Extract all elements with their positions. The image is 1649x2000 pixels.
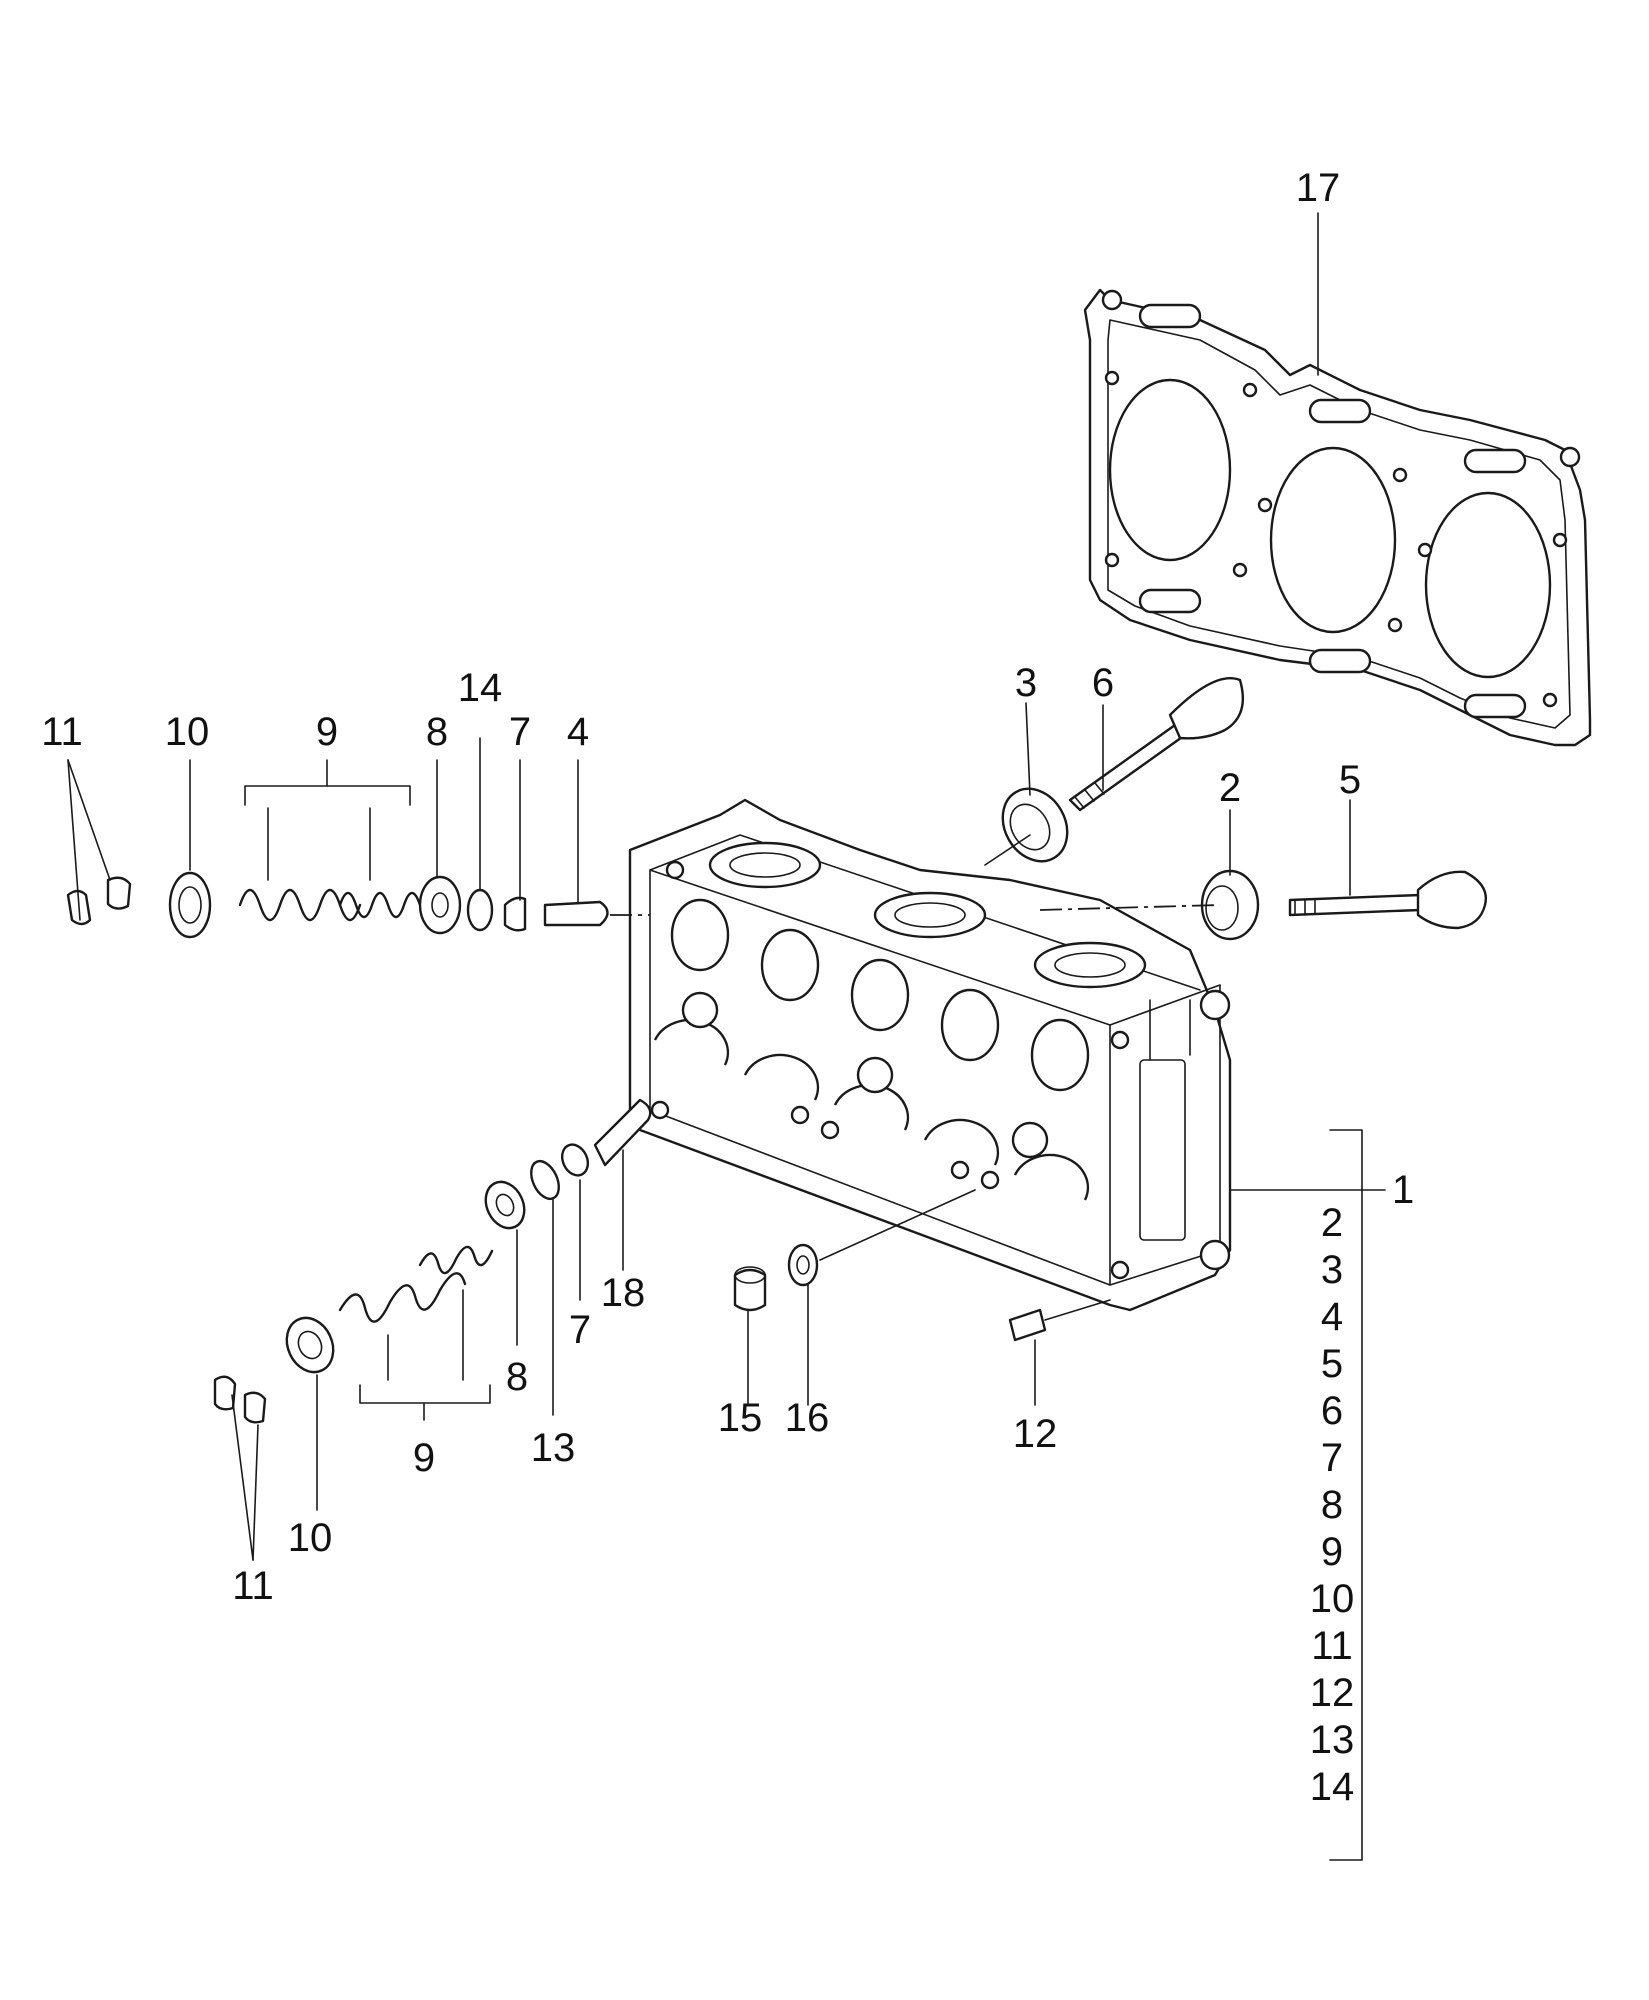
- callout-12: 12: [1012, 1412, 1058, 1456]
- dowel-pin: [1008, 1308, 1047, 1342]
- callout-18: 18: [600, 1271, 646, 1315]
- callout-16: 16: [784, 1396, 830, 1440]
- axis-line-intake: [1039, 904, 1221, 911]
- sealing-ring: [787, 1243, 819, 1287]
- callout-7-upper: 7: [508, 710, 532, 754]
- callout-7-lower: 7: [568, 1308, 592, 1352]
- kit-item: 12: [1309, 1671, 1355, 1715]
- valve-stem-seal-lower: [560, 1143, 590, 1177]
- callout-8-lower: 8: [505, 1355, 529, 1399]
- callout-14: 14: [457, 666, 503, 710]
- callout-10-lower: 10: [287, 1516, 333, 1560]
- kit-item: 7: [1320, 1436, 1344, 1480]
- valve-spring-outer-upper: [238, 888, 362, 922]
- callout-3: 3: [1014, 661, 1038, 705]
- kit-item: 4: [1320, 1295, 1344, 1339]
- callout-8-upper: 8: [425, 710, 449, 754]
- spring-retainer-upper: [168, 871, 212, 939]
- axis-line-ring: [819, 1189, 976, 1261]
- leader-lines: [67, 212, 1386, 1861]
- callout-11-upper: 11: [41, 710, 83, 754]
- kit-item: 11: [1311, 1624, 1353, 1668]
- valve-guide-upper: [543, 900, 609, 927]
- callout-9-upper: 9: [315, 710, 339, 754]
- kit-item: 9: [1320, 1530, 1344, 1574]
- valve-seat-exhaust: [1001, 787, 1069, 863]
- kit-item: 13: [1309, 1718, 1355, 1762]
- kit-item: 5: [1320, 1342, 1344, 1386]
- kit-item: 2: [1320, 1201, 1344, 1245]
- kit-item: 14: [1309, 1765, 1355, 1809]
- cylinder-head: [628, 798, 1232, 1312]
- shim-washer-upper: [466, 888, 494, 932]
- callout-1: 1: [1392, 1168, 1415, 1212]
- axis-line-pin: [1044, 1299, 1111, 1321]
- head-gasket: [1083, 288, 1592, 747]
- callout-10-upper: 10: [164, 710, 210, 754]
- shim-washer-lower: [530, 1159, 560, 1201]
- callout-11-lower: 11: [232, 1564, 274, 1608]
- callout-5: 5: [1338, 758, 1362, 802]
- exhaust-valve: [1068, 677, 1245, 812]
- callout-17: 17: [1295, 166, 1341, 210]
- callout-15: 15: [717, 1396, 763, 1440]
- axis-line-exhaust: [984, 834, 1031, 866]
- callout-2: 2: [1218, 766, 1242, 810]
- spring-seat-upper: [418, 875, 462, 935]
- spring-seat-lower: [484, 1180, 526, 1230]
- intake-valve: [1288, 870, 1487, 930]
- callout-13: 13: [530, 1426, 576, 1470]
- callout-9-lower: 9: [412, 1436, 436, 1480]
- kit-item: 10: [1309, 1577, 1355, 1621]
- valve-spring-inner-upper: [338, 891, 422, 919]
- spring-retainer-lower: [285, 1316, 335, 1374]
- plug: [733, 1266, 767, 1312]
- callout-4: 4: [566, 710, 590, 754]
- valve-spring-outer-lower: [338, 1272, 467, 1323]
- kit-item: 3: [1320, 1248, 1344, 1292]
- callout-6: 6: [1091, 661, 1115, 705]
- valve-stem-seal-upper: [503, 896, 527, 932]
- valve-keepers-lower: [213, 1375, 267, 1424]
- kit-item: 6: [1320, 1389, 1344, 1433]
- kit-item: 8: [1320, 1483, 1344, 1527]
- valve-spring-inner-lower: [418, 1245, 494, 1275]
- valve-guide-lower: [593, 1098, 652, 1167]
